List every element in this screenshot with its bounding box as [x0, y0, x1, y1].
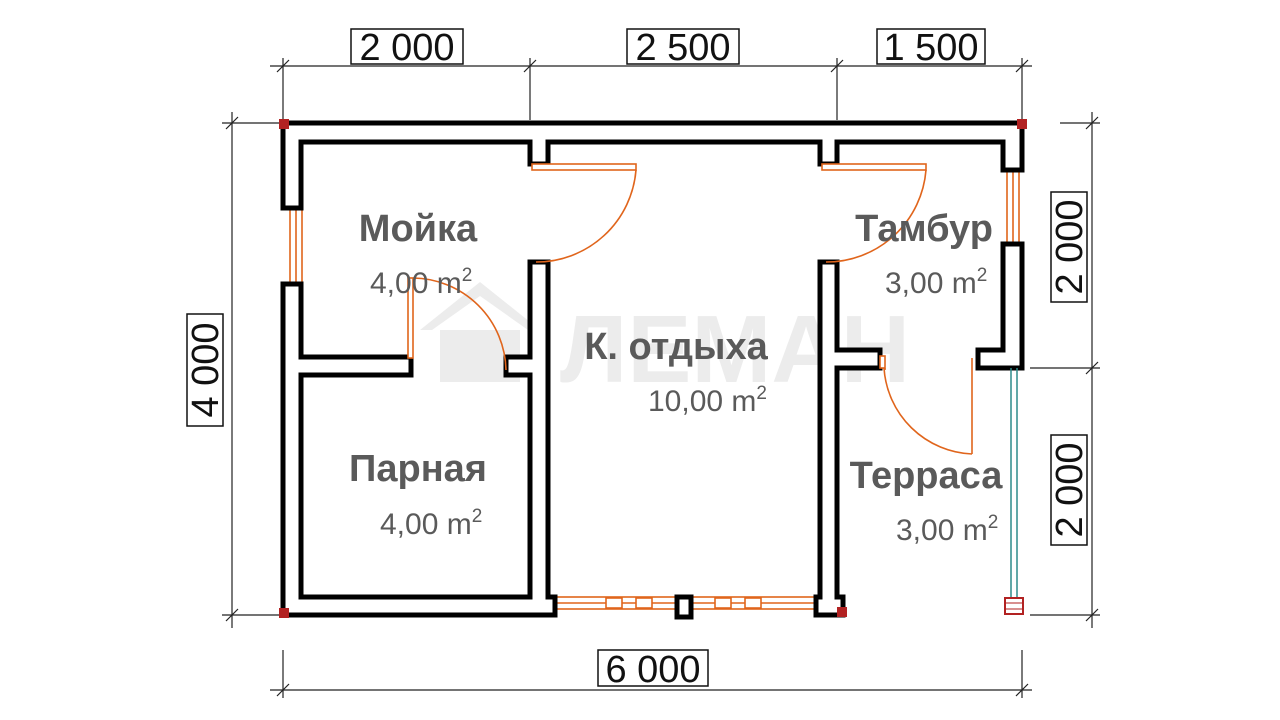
dimension-lines — [222, 58, 1100, 698]
dim-top-2-label: 2 500 — [635, 27, 730, 69]
dim-bottom: 6 000 — [597, 649, 709, 691]
column-bottom-mid — [837, 607, 847, 617]
room-otdykha: К. отдыха 10,00 m2 — [584, 326, 768, 418]
room-terrasa-name: Терраса — [850, 455, 1004, 497]
door-terrasa — [879, 355, 973, 455]
room-moika-area: 4,00 m2 — [370, 265, 472, 300]
room-moika: Мойка 4,00 m2 — [359, 208, 478, 300]
column-top-right — [1017, 119, 1027, 129]
room-parnaya-area: 4,00 m2 — [380, 506, 482, 541]
window-left-moika — [289, 207, 303, 285]
room-tambur: Тамбур 3,00 m2 — [855, 208, 993, 300]
dim-top-1: 2 000 — [350, 27, 464, 69]
room-moika-name: Мойка — [359, 208, 478, 250]
dim-right-2: 2 000 — [1049, 434, 1091, 546]
room-parnaya-name: Парная — [349, 448, 487, 490]
corner-columns — [279, 119, 1027, 618]
room-terrasa-area: 3,00 m2 — [896, 512, 998, 547]
column-top-left — [279, 119, 289, 129]
room-tambur-area: 3,00 m2 — [885, 265, 987, 300]
dim-right-2-label: 2 000 — [1049, 442, 1091, 537]
dim-left-label: 4 000 — [185, 322, 227, 417]
door-tambur — [821, 163, 927, 263]
dim-top-2: 2 500 — [626, 27, 740, 69]
dim-top-3: 1 500 — [876, 27, 986, 69]
door-moika-otdykha — [531, 163, 637, 263]
dim-bottom-label: 6 000 — [605, 649, 700, 691]
room-terrasa: Терраса 3,00 m2 — [850, 455, 1004, 547]
room-otdykha-area: 10,00 m2 — [648, 383, 767, 418]
dim-right-1: 2 000 — [1049, 191, 1091, 303]
room-otdykha-name: К. отдыха — [584, 326, 768, 368]
room-tambur-name: Тамбур — [855, 208, 993, 250]
terrace-railing — [1004, 368, 1024, 615]
door-parnaya — [407, 277, 507, 371]
room-parnaya: Парная 4,00 m2 — [349, 448, 487, 541]
dim-left: 4 000 — [185, 313, 227, 427]
window-right-tambur — [1006, 169, 1020, 245]
column-bottom-left — [279, 608, 289, 618]
dim-top-3-label: 1 500 — [883, 27, 978, 69]
dim-right-1-label: 2 000 — [1049, 199, 1091, 294]
dim-top-1-label: 2 000 — [359, 27, 454, 69]
